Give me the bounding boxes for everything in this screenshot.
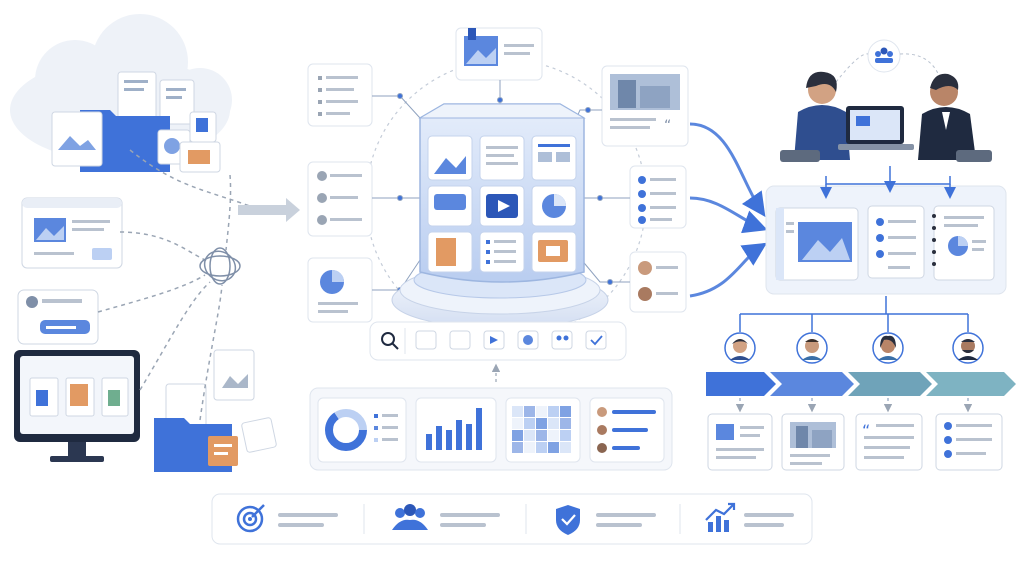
output-notebook	[932, 205, 995, 281]
document-icon[interactable]	[449, 330, 471, 350]
stage-card-image	[707, 413, 773, 471]
source-chat-messages	[17, 289, 99, 345]
heatmap-cell	[536, 430, 547, 441]
heatmap-cell	[548, 406, 559, 417]
heatmap-cell	[560, 430, 571, 441]
analytics-panel	[309, 387, 673, 471]
svg-text:“: “	[862, 421, 870, 440]
bar-chart-card	[415, 397, 497, 463]
growth-chart-icon	[705, 502, 736, 532]
checkbox-icon[interactable]	[585, 330, 607, 350]
people-ranking-card	[589, 397, 665, 463]
heatmap-cell	[560, 406, 571, 417]
heatmap-cell	[524, 430, 535, 441]
stage-card-building	[781, 413, 845, 471]
output-checklist	[867, 205, 925, 279]
stage-avatars	[724, 332, 984, 364]
svg-text:“: “	[664, 118, 671, 134]
heatmap-cell	[524, 406, 535, 417]
heatmap-cell	[548, 442, 559, 453]
team-meeting-illustration	[780, 39, 992, 162]
stage-progress-arrows	[706, 372, 1016, 396]
orbit-card-faq	[307, 161, 373, 237]
search-filter-bar	[369, 321, 627, 361]
heatmap-cell	[512, 442, 523, 453]
orbit-card-list-1	[307, 63, 373, 127]
people-icon[interactable]	[551, 330, 573, 350]
output-presentation	[775, 207, 859, 281]
orbit-card-checklist	[629, 165, 687, 229]
orbit-card-image	[455, 27, 543, 81]
output-documents-panel	[765, 166, 1007, 295]
source-desktop-monitor	[14, 350, 140, 462]
heatmap-cell	[512, 418, 523, 429]
hub-to-output-arrows	[689, 122, 768, 298]
source-cloud-storage	[10, 14, 232, 173]
source-web-page	[21, 197, 123, 269]
orbit-card-pie-report	[307, 257, 373, 323]
heatmap-cell	[548, 430, 559, 441]
stage-connectors	[739, 296, 969, 332]
search-icon[interactable]	[381, 332, 399, 350]
stage-card-checklist	[935, 413, 1003, 471]
heatmap-card	[505, 397, 581, 463]
tangle-knot-icon	[199, 247, 241, 285]
orbit-card-contacts	[629, 251, 687, 313]
team-icon-small	[875, 47, 893, 63]
orbit-card-article: “	[601, 65, 689, 147]
heatmap-cell	[536, 406, 547, 417]
heatmap-cell	[536, 418, 547, 429]
target-icon	[236, 504, 265, 533]
image-icon[interactable]	[415, 330, 437, 350]
heatmap-cell	[560, 418, 571, 429]
heatmap-cell	[524, 442, 535, 453]
data-cube-icon	[418, 103, 586, 283]
team-icon	[392, 504, 428, 530]
benefits-bar	[211, 493, 813, 545]
heatmap-cell	[560, 442, 571, 453]
stage-card-quote: “	[855, 413, 923, 471]
heatmap-cell	[536, 442, 547, 453]
heatmap-cell	[548, 418, 559, 429]
heatmap-cell	[524, 418, 535, 429]
source-flow-lines	[97, 149, 300, 421]
source-file-folder	[154, 349, 277, 472]
stage-output-cards: “	[707, 413, 1003, 471]
heatmap-cell	[512, 430, 523, 441]
shield-check-icon	[556, 505, 580, 535]
donut-chart-card	[317, 397, 407, 463]
stage-down-arrows	[735, 398, 973, 413]
heatmap-cell	[512, 406, 523, 417]
